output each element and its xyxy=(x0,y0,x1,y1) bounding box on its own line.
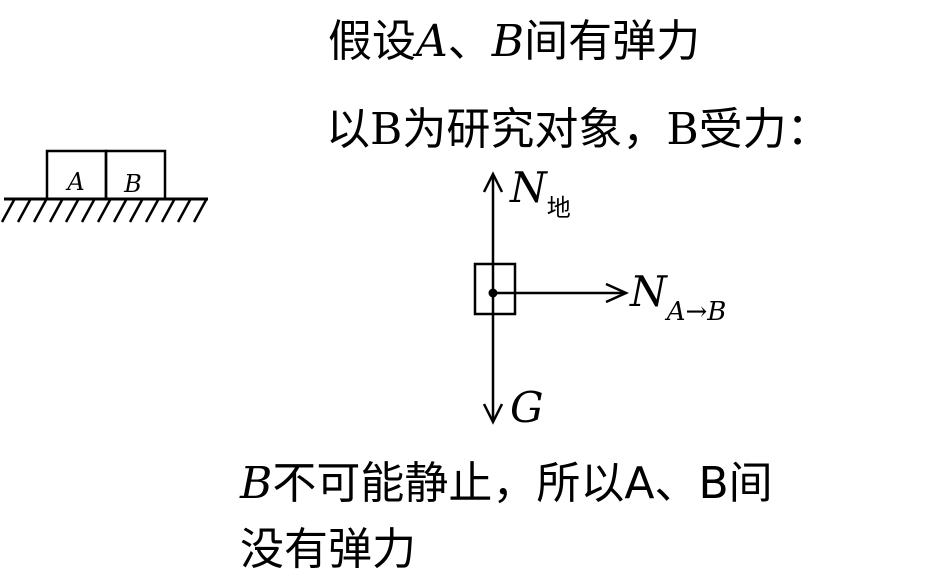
block-b xyxy=(104,149,167,201)
heading-suffix: 间有弹力 xyxy=(524,16,701,67)
normal-ab-label: NA→B xyxy=(629,267,726,327)
heading-sep: 、 xyxy=(447,16,492,67)
conclusion-text-1: 不可能静止，所以A、B间 xyxy=(272,458,773,509)
hypothesis-heading: 假设A、B间有弹力 xyxy=(328,20,700,64)
study-prefix: 以 xyxy=(326,104,370,155)
conclusion-text-2: 没有弹力 xyxy=(240,524,416,575)
normal-ground-subscript: 地 xyxy=(547,194,571,222)
conclusion-var-b: B xyxy=(240,458,273,509)
heading-prefix: 假设 xyxy=(328,16,416,67)
body-b-box xyxy=(473,262,517,316)
study-var-b: B xyxy=(370,104,403,155)
block-a-label: A xyxy=(65,168,84,196)
study-middle: 为研究对象， xyxy=(402,104,667,155)
normal-ab-symbol: N xyxy=(629,267,668,316)
normal-ab-subscript: A→B xyxy=(665,297,727,327)
gravity-arrowhead xyxy=(482,403,504,425)
blocks-on-ground-figure: A B xyxy=(0,149,208,223)
normal-ab-arrowhead xyxy=(605,282,630,304)
conclusion-line-1: B不可能静止，所以A、B间 xyxy=(240,462,773,506)
force-origin-point xyxy=(488,288,498,298)
heading-var-a: A xyxy=(416,16,448,67)
study-var-b2: B xyxy=(666,104,699,155)
normal-ground-label: N地 xyxy=(509,163,571,222)
ground-hatching xyxy=(0,199,208,223)
normal-ground-arrowhead xyxy=(482,171,504,193)
gravity-label: G xyxy=(510,383,544,432)
study-suffix: 受力： xyxy=(698,104,831,155)
block-b-label: B xyxy=(123,170,142,198)
conclusion-line-2: 没有弹力 xyxy=(240,528,416,572)
heading-var-b: B xyxy=(491,16,525,67)
normal-ground-symbol: N xyxy=(509,163,548,212)
study-object-line: 以B为研究对象，B受力： xyxy=(326,108,831,152)
free-body-diagram xyxy=(473,171,630,425)
